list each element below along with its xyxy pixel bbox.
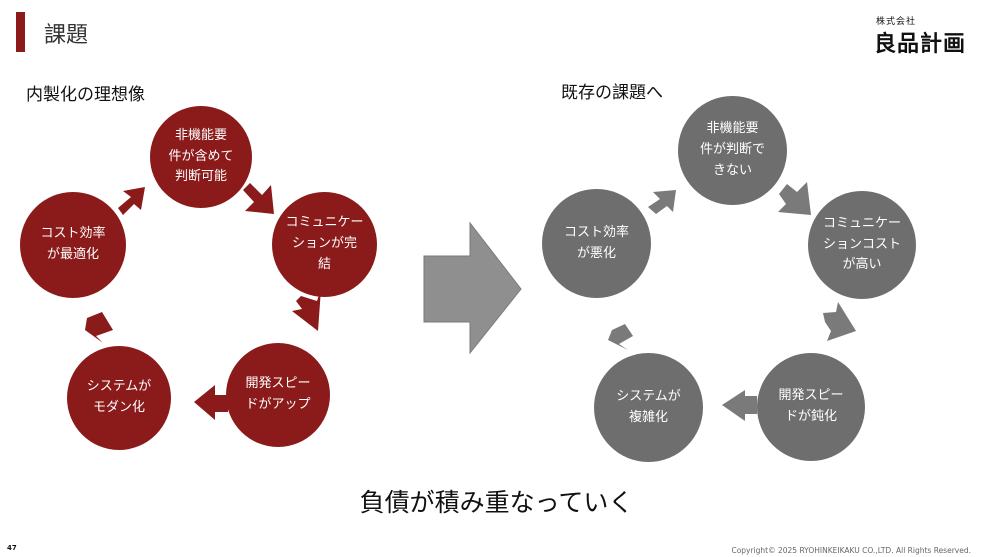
cycle-arrow-icon [118, 187, 145, 215]
company-type-label: 株式会社 [876, 17, 917, 27]
cycle-arrow-icon [243, 183, 274, 214]
cycle-arrow-icon [194, 385, 228, 420]
conclusion-text: 負債が積み重なっていく [359, 488, 634, 517]
ideal-circle-cost: コスト効率 が最適化 [20, 192, 126, 298]
ideal-circle-nonfunctional: 非機能要 件が含めて 判断可能 [150, 106, 252, 208]
issue-circle-cost: コスト効率 が悪化 [542, 189, 651, 298]
issue-circle-nonfunctional: 非機能要 件が判断で きない [678, 96, 787, 205]
issue-circle-communication: コミュニケー ションコスト が高い [808, 191, 916, 299]
right-heading: 既存の課題へ [561, 83, 663, 103]
transition-arrow-icon [423, 221, 522, 355]
page-title: 課題 [44, 23, 89, 48]
ideal-circle-dev-speed: 開発スピー ドがアップ [226, 343, 330, 447]
title-accent-bar [16, 12, 25, 52]
cycle-arrow-icon [778, 182, 811, 215]
copyright-text: Copyright© 2025 RYOHINKEIKAKU CO.,LTD. A… [731, 546, 971, 555]
issue-circle-complexity: システムが 複雑化 [594, 353, 703, 462]
ideal-circle-communication: コミュニケー ションが完 結 [272, 192, 377, 297]
cycle-arrow-icon [648, 190, 676, 214]
cycle-arrow-icon [722, 390, 757, 421]
left-heading: 内製化の理想像 [26, 85, 145, 105]
ideal-circle-modernize: システムが モダン化 [67, 346, 171, 450]
cycle-arrow-icon [608, 324, 633, 350]
page-number: 47 [7, 544, 17, 552]
issue-circle-dev-speed: 開発スピー ドが鈍化 [757, 353, 865, 461]
cycle-arrow-icon [85, 312, 113, 343]
cycle-arrow-icon [292, 289, 321, 331]
cycle-arrow-icon [823, 302, 856, 341]
company-logo: 良品計画 [874, 32, 967, 57]
